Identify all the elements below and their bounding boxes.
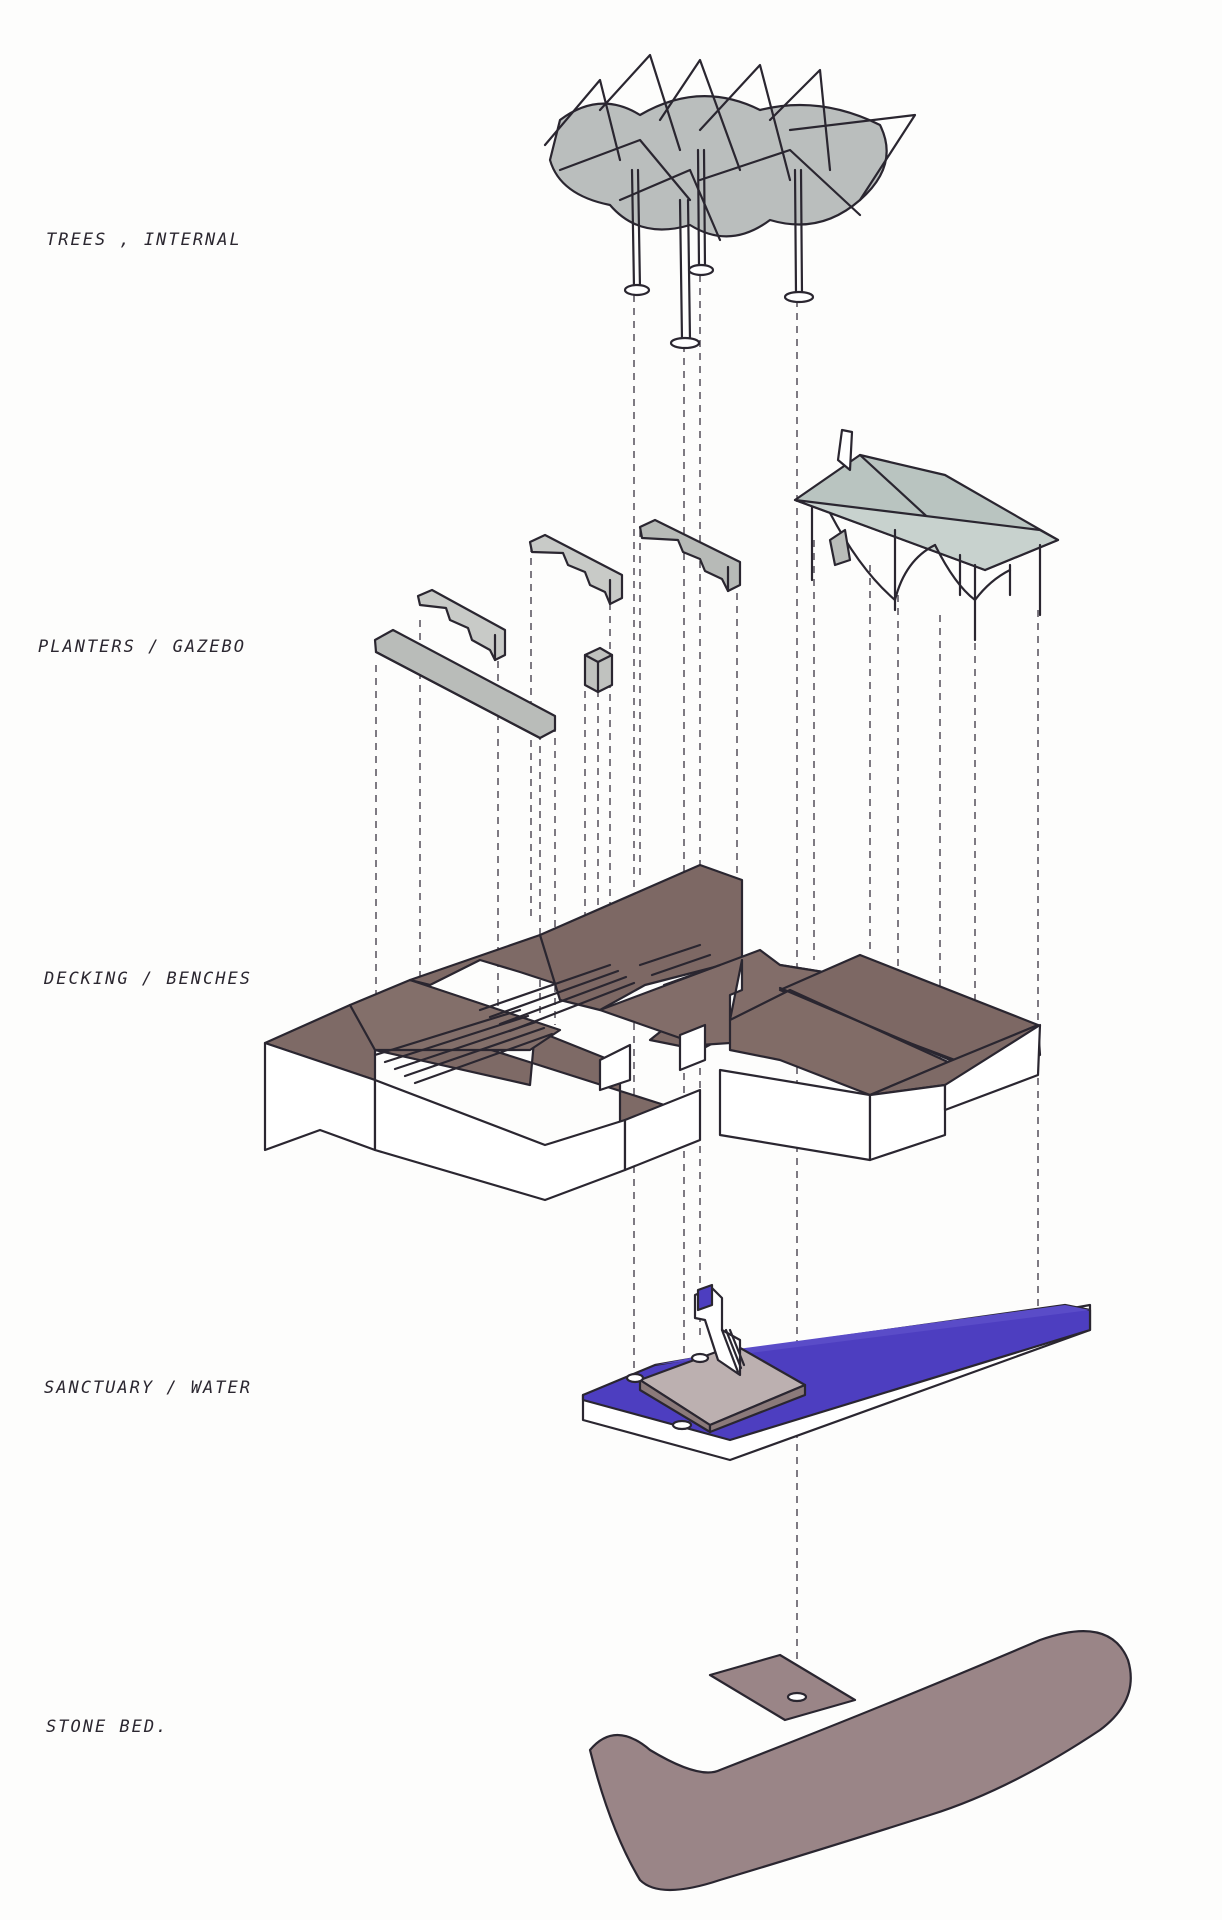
planters-layer: [373, 518, 742, 740]
gazebo-layer: [793, 428, 1060, 642]
trees-layer: [543, 53, 917, 350]
label-stone-bed: STONE BED.: [46, 1717, 169, 1737]
label-trees-internal: TREES , INTERNAL: [46, 230, 242, 250]
label-sanctuary-water: SANCTUARY / WATER: [44, 1378, 252, 1398]
label-decking-benches: DECKING / BENCHES: [44, 969, 252, 989]
water-layer: [581, 1283, 1092, 1462]
label-planters-gazebo: PLANTERS / GAZEBO: [38, 637, 246, 657]
stone-bed-layer: [588, 1629, 1132, 1892]
decking-layer: [263, 863, 1042, 1202]
